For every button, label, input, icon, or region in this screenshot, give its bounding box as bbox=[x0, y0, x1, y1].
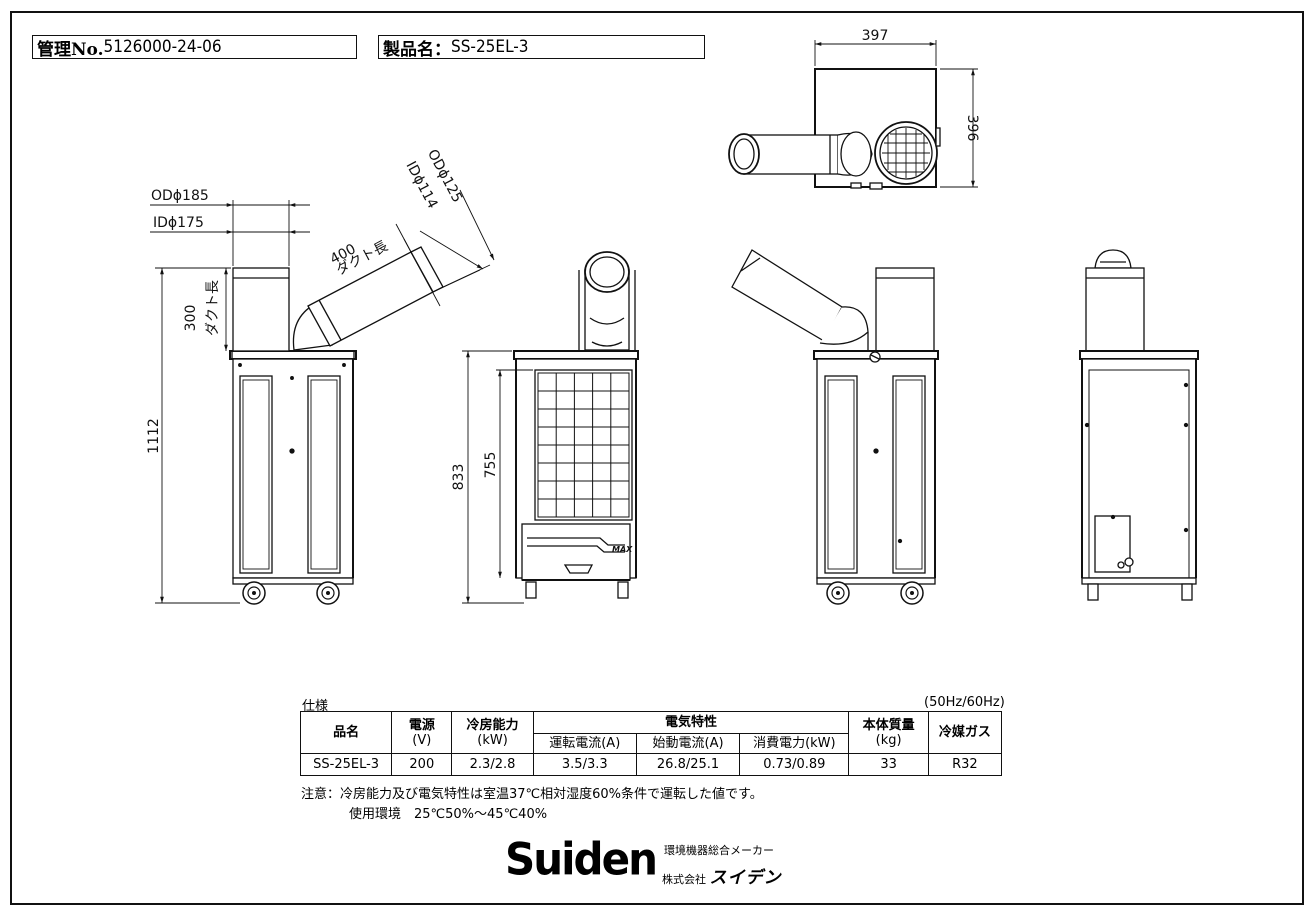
drawing-frame bbox=[10, 11, 1304, 905]
spec-header-cooling-unit: (kW) bbox=[477, 732, 508, 748]
management-number-box: 管理No. 5126000-24-06 bbox=[32, 35, 357, 60]
rightside-wheel-left bbox=[826, 581, 850, 605]
rear-view bbox=[1079, 249, 1199, 601]
side-wheel-right bbox=[316, 581, 340, 605]
spec-cell-start-current: 26.8/25.1 bbox=[635, 753, 741, 776]
right-side-view bbox=[731, 249, 939, 585]
top-view bbox=[728, 68, 941, 190]
spec-frequency-note: (50Hz/60Hz) bbox=[924, 695, 1005, 710]
spec-table: 品名 電源 (V) 冷房能力 (kW) 電気特性 本体質量 (kg) 冷媒ガス … bbox=[299, 711, 1003, 776]
spec-header-power-unit: (V) bbox=[412, 732, 432, 748]
note-environment: 使用環境 25℃50%～45℃40% bbox=[349, 807, 548, 822]
brand-logo: Suiden bbox=[505, 833, 658, 886]
dim-front-height: 833 bbox=[451, 464, 467, 491]
spec-header-consumption: 消費電力(kW) bbox=[739, 733, 850, 754]
brand-company: 株式会社 スイデン bbox=[662, 863, 782, 888]
brand-company-name: スイデン bbox=[709, 868, 782, 888]
dim-top-depth: 396 bbox=[964, 115, 980, 142]
product-name-label: 製品名： bbox=[383, 39, 451, 60]
spec-cell-cooling: 2.3/2.8 bbox=[451, 753, 534, 776]
note-conditions: 注意：冷房能力及び電気特性は室温37℃相対湿度60%条件で運転した値です。 bbox=[301, 787, 763, 802]
management-number-value: 5126000-24-06 bbox=[103, 37, 222, 57]
spec-header-run-current: 運転電流(A) bbox=[532, 733, 637, 754]
dim-duct-vertical-label: ダクト長 bbox=[205, 280, 221, 336]
product-name-box: 製品名： SS-25EL-3 bbox=[378, 35, 705, 60]
management-number-label: 管理No. bbox=[37, 39, 104, 60]
spec-header-power-label: 電源 bbox=[408, 717, 435, 733]
spec-cell-mass: 33 bbox=[848, 753, 929, 776]
spec-header-cooling: 冷房能力 (kW) bbox=[451, 711, 534, 754]
dim-duct-vertical: 300 bbox=[183, 305, 199, 332]
spec-cell-model: SS-25EL-3 bbox=[299, 753, 393, 776]
dim-grille-height: 755 bbox=[483, 452, 499, 479]
spec-header-refrigerant: 冷媒ガス bbox=[927, 711, 1003, 754]
brand-company-prefix: 株式会社 bbox=[662, 873, 706, 886]
rightside-wheel-right bbox=[900, 581, 924, 605]
spec-header-start-current: 始動電流(A) bbox=[635, 733, 741, 754]
product-name-value: SS-25EL-3 bbox=[451, 37, 529, 57]
side-wheel-left bbox=[242, 581, 266, 605]
spec-header-power: 電源 (V) bbox=[391, 711, 453, 754]
dim-top-width: 397 bbox=[862, 28, 889, 44]
brand-tagline: 環境機器総合メーカー bbox=[664, 844, 774, 857]
spec-cell-power: 200 bbox=[391, 753, 453, 776]
dim-od-side: ODϕ185 bbox=[151, 188, 209, 204]
dim-total-height: 1112 bbox=[146, 418, 162, 454]
spec-header-electrical: 電気特性 bbox=[532, 711, 850, 734]
spec-header-cooling-label: 冷房能力 bbox=[466, 717, 519, 733]
spec-cell-consumption: 0.73/0.89 bbox=[739, 753, 850, 776]
spec-header-model: 品名 bbox=[299, 711, 393, 754]
spec-caption: 仕様 bbox=[302, 699, 329, 714]
dim-id-side: IDϕ175 bbox=[153, 215, 204, 231]
front-max-mark: MAX bbox=[612, 545, 633, 554]
spec-cell-refrigerant: R32 bbox=[927, 753, 1003, 776]
spec-header-mass-unit: (kg) bbox=[875, 732, 902, 748]
side-view bbox=[229, 246, 444, 585]
spec-header-mass-label: 本体質量 bbox=[862, 717, 915, 733]
spec-cell-run-current: 3.5/3.3 bbox=[532, 753, 637, 776]
front-grille bbox=[538, 373, 629, 517]
spec-header-mass: 本体質量 (kg) bbox=[848, 711, 929, 754]
